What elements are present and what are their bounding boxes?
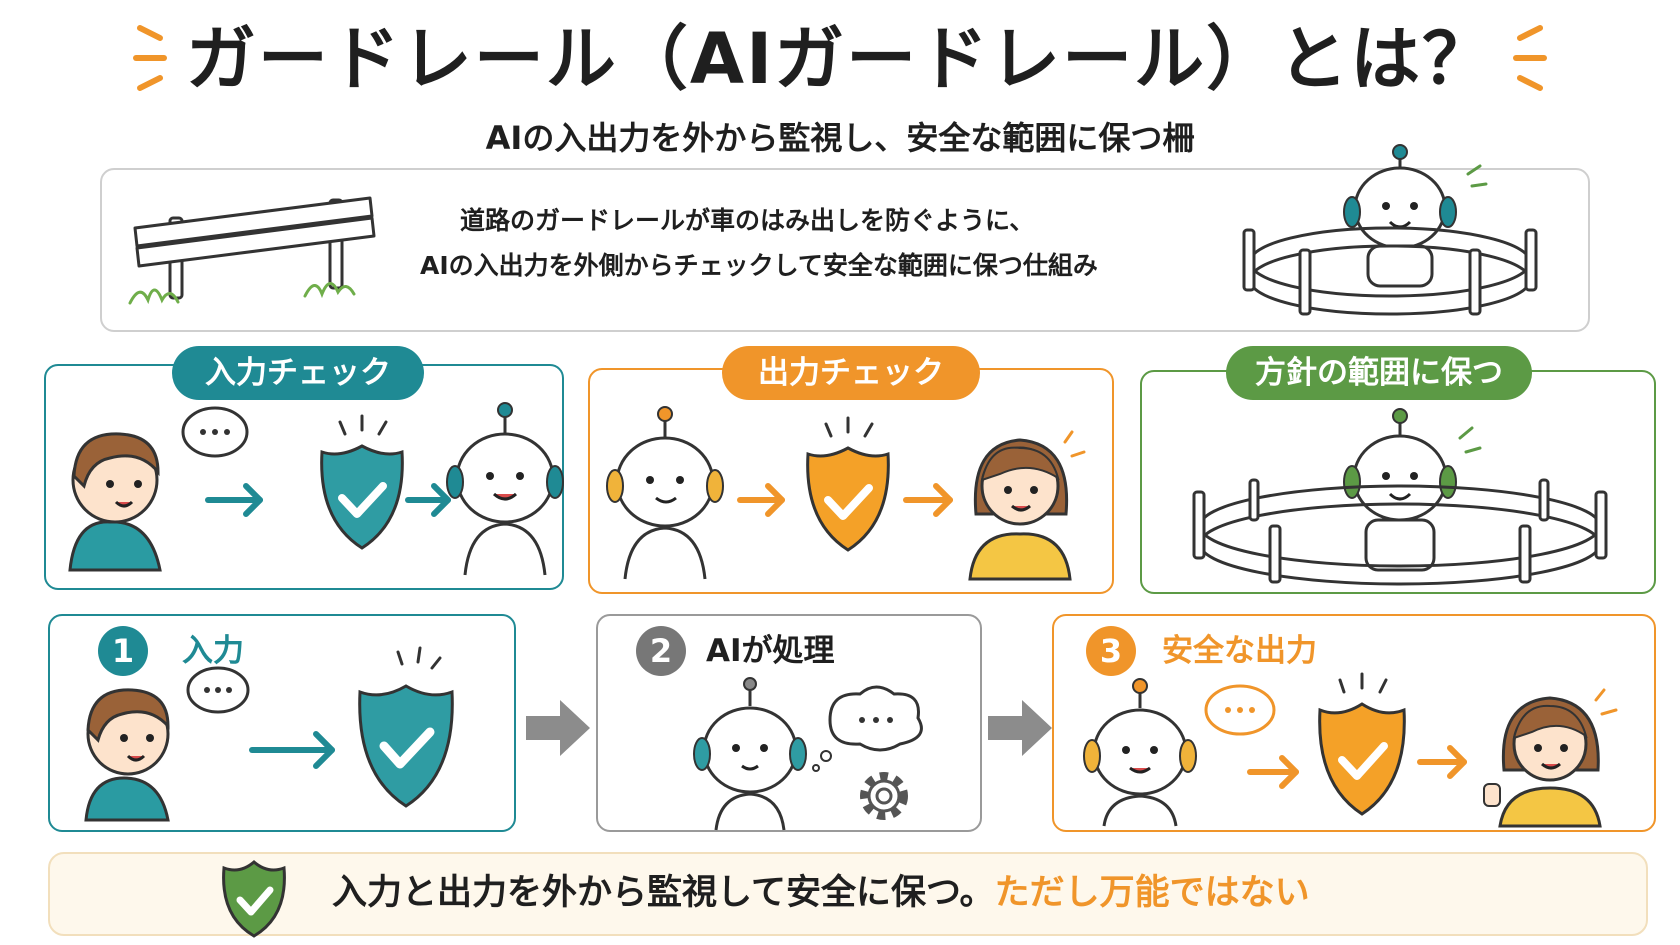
arrow-right-icon — [205, 483, 263, 517]
person-icon — [1483, 688, 1618, 828]
sparkle-right-icon — [1513, 25, 1547, 91]
subtitle: AIの入出力を外から監視し、安全な範囲に保つ柵 — [485, 119, 1195, 157]
input-check-illustration — [68, 402, 564, 576]
summary-bar — [48, 852, 1648, 936]
step-3-label: 安全な出力 — [1162, 633, 1317, 669]
arrow-right-icon — [1417, 745, 1467, 779]
arrow-right-icon — [903, 483, 953, 517]
step-2-number: 2 — [636, 626, 686, 676]
page-title: ガードレール（AIガードレール）とは？ — [185, 18, 1495, 100]
arrow-right-icon — [405, 483, 451, 517]
output-check-label: 出力チェック — [722, 346, 980, 400]
intro-line-2: AIの入出力を外側からチェックして安全な範囲に保つ仕組み — [420, 251, 1098, 280]
policy-range-label: 方針の範囲に保つ — [1226, 346, 1532, 400]
intro-line-1: 道路のガードレールが車のはみ出しを防ぐように、 — [460, 206, 1035, 235]
summary-emphasis: ただし万能ではない — [994, 873, 1310, 913]
person-icon — [84, 688, 170, 822]
arrow-right-icon — [737, 483, 785, 517]
robot-icon — [693, 677, 807, 831]
arrow-right-icon — [988, 700, 1052, 756]
summary-text: 入力と出力を外から監視して安全に保つ。ただし万能ではない — [332, 870, 1310, 916]
shield-check-icon — [1318, 672, 1406, 816]
robot-icon — [1343, 408, 1482, 572]
arrow-right-icon — [526, 700, 590, 756]
input-check-label: 入力チェック — [172, 346, 424, 400]
step-2-label: AIが処理 — [706, 633, 835, 669]
step-1-number: 1 — [98, 626, 148, 676]
shield-check-icon — [222, 860, 286, 938]
step-3-illustration — [1083, 672, 1618, 828]
step-1-illustration — [84, 646, 454, 822]
shield-check-icon — [320, 414, 404, 550]
shield-check-icon — [806, 416, 890, 552]
thought-bubble-icon — [812, 685, 923, 772]
speech-bubble-icon — [1204, 684, 1276, 736]
output-check-illustration — [606, 406, 1086, 581]
robot-in-fence-icon — [1242, 144, 1538, 316]
step-1-label: 入力 — [182, 633, 244, 669]
step-2-illustration — [693, 677, 923, 831]
summary-main: 入力と出力を外から監視して安全に保つ。 — [332, 873, 995, 913]
sparkle-left-icon — [133, 25, 167, 91]
arrow-right-icon — [249, 731, 335, 769]
robot-icon — [1083, 678, 1197, 827]
robot-icon — [606, 406, 724, 580]
person-icon — [68, 432, 162, 572]
step-3-number: 3 — [1086, 626, 1136, 676]
arrow-right-icon — [1247, 755, 1299, 789]
robot-icon — [446, 402, 564, 576]
guardrail-icon — [128, 196, 376, 305]
speech-bubble-icon — [186, 666, 250, 714]
shield-check-icon — [358, 646, 454, 808]
fence-illustration — [1192, 408, 1608, 586]
intro-box — [100, 168, 1590, 332]
person-icon — [968, 430, 1086, 581]
gear-icon — [860, 772, 908, 820]
speech-bubble-icon — [181, 406, 249, 458]
